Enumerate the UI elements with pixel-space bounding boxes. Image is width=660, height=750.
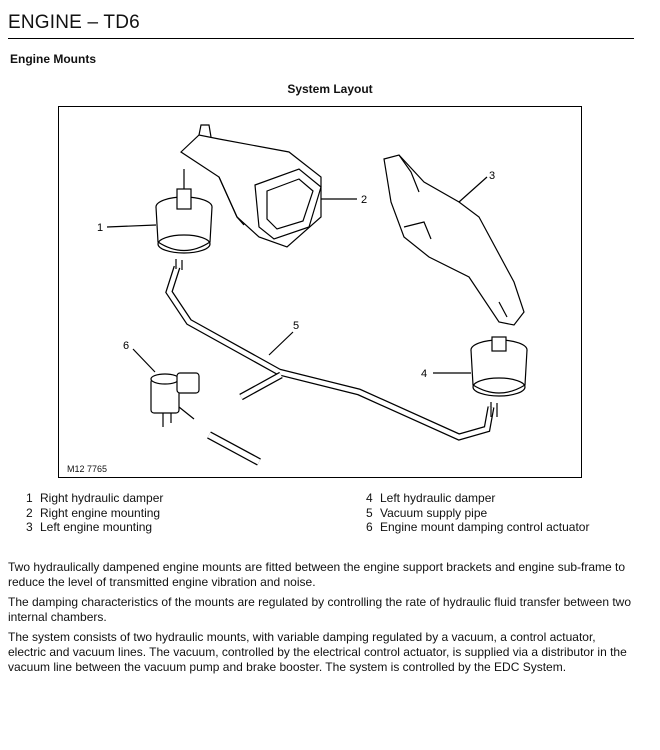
system-layout-figure: 1 2 3 4 5 6 M12 7765 — [58, 106, 582, 478]
paragraph: The damping characteristics of the mount… — [8, 595, 631, 624]
legend-number: 4 — [366, 491, 373, 505]
figure-caption: System Layout — [287, 82, 373, 96]
left-hydraulic-damper — [470, 336, 528, 417]
callout-2: 2 — [361, 194, 367, 206]
legend-number: 1 — [26, 491, 33, 505]
damping-control-actuator — [150, 372, 200, 427]
legend-item: 1 Right hydraulic damper — [26, 491, 163, 506]
callout-5: 5 — [293, 320, 299, 332]
legend-item: 5 Vacuum supply pipe — [366, 506, 589, 521]
legend-label: Left hydraulic damper — [380, 491, 496, 505]
section-title: Engine Mounts — [10, 52, 96, 66]
legend-number: 5 — [366, 505, 373, 520]
legend-item: 2 Right engine mounting — [26, 506, 163, 521]
callout-4: 4 — [421, 368, 427, 380]
left-engine-mounting — [383, 154, 525, 326]
legend-item: 3 Left engine mounting — [26, 520, 163, 535]
legend-item: 6 Engine mount damping control actuator — [366, 520, 589, 535]
legend-number: 3 — [26, 520, 33, 534]
paragraph: Two hydraulically dampened engine mounts… — [8, 560, 626, 589]
system-layout-diagram: 1 2 3 4 5 6 — [97, 124, 528, 466]
legend-right: 4 Left hydraulic damper 5 Vacuum supply … — [366, 491, 589, 535]
legend-number: 2 — [26, 505, 33, 520]
page-title: ENGINE – TD6 — [8, 12, 140, 33]
legend-number: 6 — [366, 520, 373, 534]
callout-3: 3 — [489, 170, 495, 182]
figure-id: M12 7765 — [67, 464, 108, 474]
legend-left: 1 Right hydraulic damper 2 Right engine … — [26, 491, 163, 535]
callout-1: 1 — [97, 222, 103, 234]
right-engine-mounting — [180, 124, 322, 248]
paragraph: The system consists of two hydraulic mou… — [8, 630, 627, 674]
legend-label: Engine mount damping control actuator — [380, 520, 590, 534]
callout-6: 6 — [123, 340, 129, 352]
legend-label: Right hydraulic damper — [40, 491, 164, 505]
legend-label: Vacuum supply pipe — [380, 505, 488, 520]
page-header: ENGINE – TD6 — [8, 8, 634, 39]
legend-label: Left engine mounting — [40, 520, 153, 534]
right-hydraulic-damper — [155, 169, 213, 270]
vacuum-supply-pipe — [165, 265, 495, 441]
legend-item: 4 Left hydraulic damper — [366, 491, 589, 506]
legend-label: Right engine mounting — [40, 505, 161, 520]
body-text: Two hydraulically dampened engine mounts… — [8, 560, 636, 680]
